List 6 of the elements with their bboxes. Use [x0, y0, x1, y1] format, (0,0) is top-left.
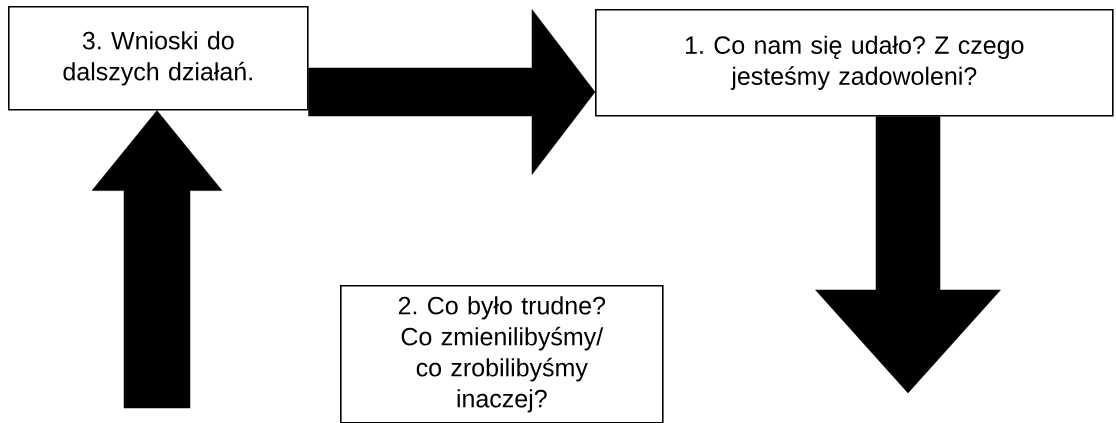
block-arrow: [91, 110, 223, 409]
block-arrow: [815, 116, 1001, 394]
text-box: 1. Co nam się udało? Z czego jesteśmy zadowoleni?: [595, 9, 1114, 117]
text-box: 2. Co było trudne? Co zmienilibyśmy/ co zrobilibyśmy inaczej?: [340, 285, 664, 423]
block-arrow: [308, 9, 596, 175]
text-box: 3. Wnioski do dalszych działań.: [8, 6, 309, 111]
